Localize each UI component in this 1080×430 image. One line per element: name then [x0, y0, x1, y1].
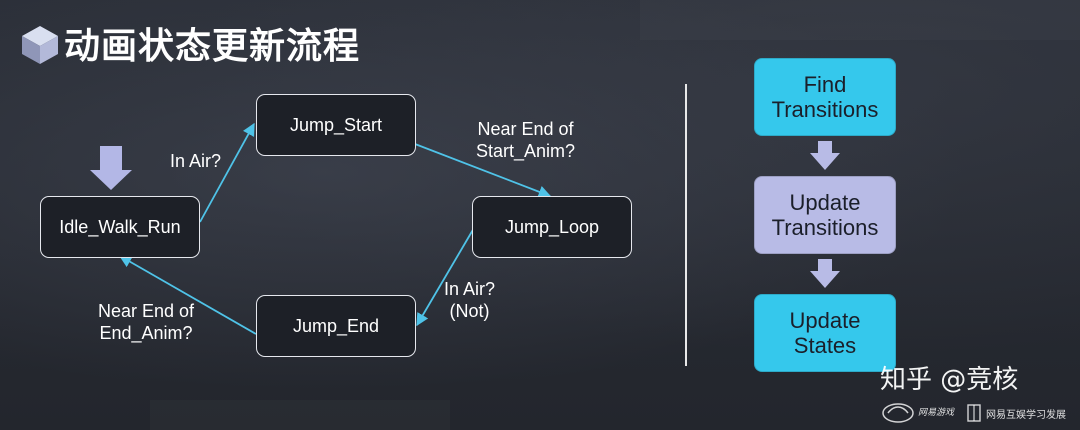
netease-study-text: 网易互娱学习发展	[986, 410, 1066, 421]
edge-label-near-end-start: Near End of Start_Anim?	[476, 119, 576, 161]
edge-idle-to-start	[199, 122, 255, 223]
page-title: 动画状态更新流程	[64, 26, 361, 67]
edge-label-near-end-end: Near End of End_Anim?	[98, 301, 195, 343]
netease-games-text: 网易游戏	[918, 408, 955, 418]
edge-loop-to-end	[416, 227, 475, 327]
step-update-states: Update States	[754, 294, 896, 372]
state-jump-end: Jump_End	[256, 295, 416, 357]
cube-icon	[22, 26, 58, 64]
edge-end-to-idle	[118, 255, 257, 335]
edge-label-in-air-not: In Air? (Not)	[444, 279, 496, 321]
pipeline-arrow-icon	[810, 141, 840, 170]
step-label: Update States	[789, 308, 861, 358]
step-find-transitions: Find Transitions	[754, 58, 896, 136]
pipeline-arrow-icon	[810, 259, 840, 288]
entry-arrow-icon	[90, 146, 132, 190]
netease-logo-icon	[882, 403, 981, 423]
state-idle-walk-run: Idle_Walk_Run	[40, 196, 200, 258]
section-divider	[685, 84, 687, 366]
zhihu-watermark: 知乎 @竞核	[880, 365, 1019, 395]
step-label: Update Transitions	[771, 190, 879, 240]
state-jump-loop: Jump_Loop	[472, 196, 632, 258]
step-update-transitions: Update Transitions	[754, 176, 896, 254]
step-label: Find Transitions	[771, 72, 879, 122]
edge-label-in-air: In Air?	[170, 151, 222, 171]
state-jump-start: Jump_Start	[256, 94, 416, 156]
edge-start-to-loop	[414, 143, 552, 198]
